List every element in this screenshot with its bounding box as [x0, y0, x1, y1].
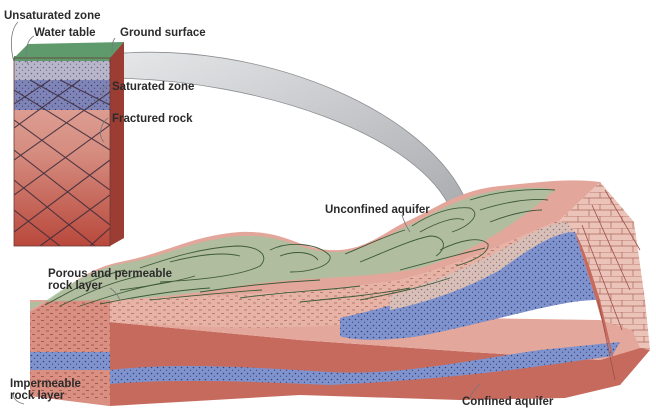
label-fractured-rock: Fractured rock — [112, 113, 193, 126]
label-ground-surface: Ground surface — [120, 27, 206, 40]
label-saturated-zone: Saturated zone — [112, 81, 194, 94]
label-unconfined-aquifer: Unconfined aquifer — [325, 204, 430, 217]
callout-ribbon — [112, 52, 468, 212]
label-porous-permeable-line2: rock layer — [48, 280, 102, 293]
rock-column — [14, 42, 124, 246]
label-impermeable-line2: rock layer — [10, 390, 64, 403]
label-unsaturated-zone: Unsaturated zone — [4, 10, 101, 23]
label-water-table: Water table — [34, 27, 96, 40]
label-confined-aquifer: Confined aquifer — [462, 396, 553, 409]
